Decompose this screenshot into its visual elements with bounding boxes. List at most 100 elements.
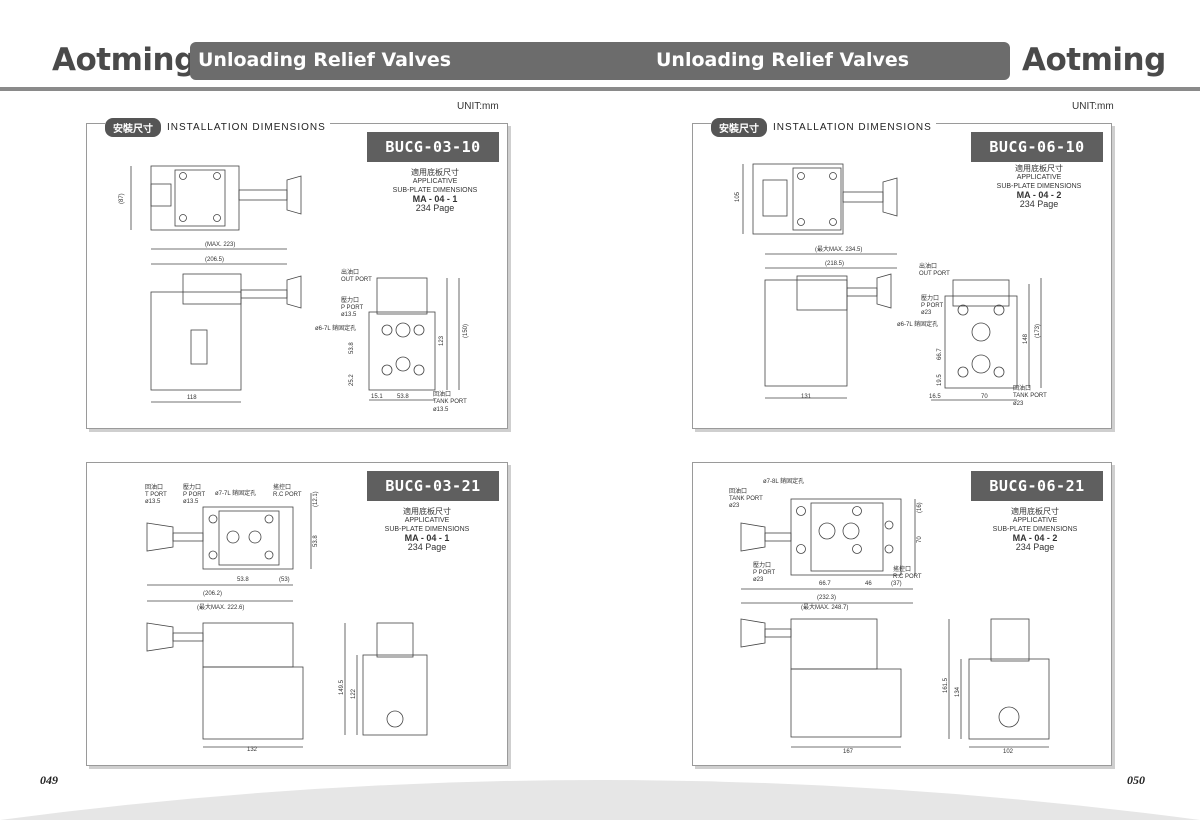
bolt-hole bbox=[213, 214, 221, 222]
side-view-head bbox=[952, 279, 1010, 307]
subplate-en2: SUB-PLATE DIMENSIONS bbox=[992, 526, 1078, 533]
dim-87: (87) bbox=[119, 193, 125, 204]
dim-53h: 53.8 bbox=[397, 394, 409, 400]
dim-66: 66.7 bbox=[819, 581, 831, 587]
front-adjust-knob bbox=[286, 275, 302, 309]
bolt-hole bbox=[264, 550, 274, 560]
subplate-page: 234 Page bbox=[407, 542, 447, 552]
dim-max: (MAX. 223) bbox=[205, 242, 235, 248]
front-adjust-knob bbox=[740, 618, 766, 648]
dim-15: 15.1 bbox=[371, 394, 383, 400]
panel-bucg-03-21: BUCG-03-21 適用底板尺寸 APPLICATIVE SUB-PLATE … bbox=[86, 462, 508, 766]
side-view-head bbox=[376, 277, 428, 315]
header-divider bbox=[0, 87, 1200, 91]
dim-53h: 53.8 bbox=[237, 577, 249, 583]
t-port-en: T PORT bbox=[145, 492, 167, 498]
t-port-dia: ø23 bbox=[729, 503, 740, 509]
dim-148: 148 bbox=[1023, 333, 1029, 344]
install-badge: 安裝尺寸 bbox=[711, 118, 767, 137]
p-port-en: P PORT bbox=[921, 303, 943, 309]
tank-port bbox=[971, 354, 991, 374]
front-slot bbox=[190, 329, 208, 365]
bolt-hole-label: ø6-7L 銷固定孔 bbox=[897, 320, 938, 328]
bolt-hole bbox=[957, 366, 969, 378]
subplate-code: MA - 04 - 1 bbox=[412, 194, 458, 204]
bolt-hole bbox=[413, 324, 425, 336]
top-view-plate bbox=[218, 510, 280, 566]
out-port-en: OUT PORT bbox=[919, 271, 950, 277]
install-dimensions-label: 安裝尺寸 INSTALLATION DIMENSIONS bbox=[711, 118, 936, 137]
side-view-head bbox=[376, 622, 414, 658]
drawing-bucg-06-21: ø7-8L 銷固定孔 回油口 TANK PORT ø23 壓力口 P PORT … bbox=[729, 477, 1050, 755]
subplate-cn: 適用底板尺寸 bbox=[411, 168, 459, 177]
install-dimensions-label: 安裝尺寸 INSTALLATION DIMENSIONS bbox=[105, 118, 330, 137]
drawing-bucg-03-10: (87) (MAX. 223) (206.5) 118 出油口 OUT PORT… bbox=[119, 165, 469, 413]
bolt-hole bbox=[957, 304, 969, 316]
p-port-dia: ø23 bbox=[753, 577, 764, 583]
adjust-knob bbox=[740, 522, 766, 552]
bolt-hole bbox=[208, 514, 218, 524]
bolt-hole bbox=[829, 172, 837, 180]
p-port bbox=[248, 530, 262, 544]
rc-port-cn: 搖控口 bbox=[893, 565, 911, 573]
drawing-bucg-03-21: 回油口 T PORT ø13.5 壓力口 P PORT ø13.5 ø7-7L … bbox=[145, 483, 428, 753]
bolt-hole bbox=[852, 506, 862, 516]
p-port-en: P PORT bbox=[753, 570, 775, 576]
panel-bucg-06-10: 安裝尺寸 INSTALLATION DIMENSIONS BUCG-06-10 … bbox=[692, 118, 1112, 429]
front-view-head bbox=[182, 273, 242, 305]
bolt-hole bbox=[797, 172, 805, 180]
bolt-hole bbox=[264, 514, 274, 524]
brand-logo-right: Aotming bbox=[1022, 42, 1166, 78]
p-port-dia: ø13.5 bbox=[183, 499, 199, 505]
p-port-dia: ø23 bbox=[921, 310, 932, 316]
subplate-info: 適用底板尺寸 APPLICATIVE SUB-PLATE DIMENSIONS … bbox=[387, 168, 483, 213]
bolt-hole bbox=[796, 544, 806, 554]
p-port-cn: 壓力口 bbox=[341, 296, 359, 304]
dim-206: (206.5) bbox=[205, 257, 224, 263]
subplate-en1: APPLICATIVE bbox=[412, 178, 458, 185]
dim-123: 123 bbox=[439, 335, 445, 346]
p-port-dia: ø13.5 bbox=[341, 312, 357, 318]
dim-102: 102 bbox=[1003, 749, 1014, 755]
dim-53v: 53.8 bbox=[349, 342, 355, 354]
dim-max: (最大MAX. 248.7) bbox=[801, 603, 848, 611]
page-number-left: 049 bbox=[40, 773, 58, 787]
side-view-body bbox=[968, 658, 1050, 740]
subplate-cn: 適用底板尺寸 bbox=[1011, 507, 1059, 516]
dim-46: 46 bbox=[865, 581, 872, 587]
t-port bbox=[818, 522, 836, 540]
dim-37: (37) bbox=[891, 581, 902, 587]
dim-167: 167 bbox=[843, 749, 854, 755]
dim-173: (173) bbox=[1035, 324, 1041, 338]
dim-max: (最大MAX. 234.5) bbox=[815, 245, 862, 253]
bolt-hole bbox=[993, 366, 1005, 378]
dim-122: 122 bbox=[351, 688, 357, 699]
subplate-en1: APPLICATIVE bbox=[1016, 174, 1062, 181]
out-port-cn: 出油口 bbox=[341, 268, 359, 276]
side-view-head bbox=[990, 618, 1030, 662]
page-title-left: Unloading Relief Valves bbox=[198, 49, 452, 71]
side-port bbox=[386, 710, 404, 728]
install-badge: 安裝尺寸 bbox=[105, 118, 161, 137]
dim-149: 149.5 bbox=[339, 679, 345, 695]
dim-131: 131 bbox=[801, 394, 812, 400]
dim-53v: 53.8 bbox=[313, 535, 319, 547]
bolt-hole-label: ø6-7L 銷固定孔 bbox=[315, 324, 356, 332]
tank-port-en: TANK PORT bbox=[433, 399, 467, 405]
dim-16: 16.5 bbox=[929, 394, 941, 400]
dim-218: (218.5) bbox=[825, 261, 844, 267]
front-view-body bbox=[764, 279, 848, 387]
top-view-plate bbox=[792, 167, 842, 231]
model-tab: BUCG-06-10 bbox=[971, 132, 1103, 162]
subplate-en1: APPLICATIVE bbox=[1012, 517, 1058, 524]
bolt-hole bbox=[796, 506, 806, 516]
bolt-hole bbox=[829, 218, 837, 226]
dim-66: 66.7 bbox=[937, 348, 943, 360]
model-tab: BUCG-03-21 bbox=[367, 471, 499, 501]
dim-118: 118 bbox=[187, 395, 197, 401]
port-block bbox=[150, 183, 172, 207]
subplate-page: 234 Page bbox=[1015, 542, 1055, 552]
p-port-cn: 壓力口 bbox=[183, 483, 201, 491]
panel-bucg-03-10: 安裝尺寸 INSTALLATION DIMENSIONS BUCG-03-10 … bbox=[86, 118, 508, 429]
install-text: INSTALLATION DIMENSIONS bbox=[167, 122, 326, 133]
